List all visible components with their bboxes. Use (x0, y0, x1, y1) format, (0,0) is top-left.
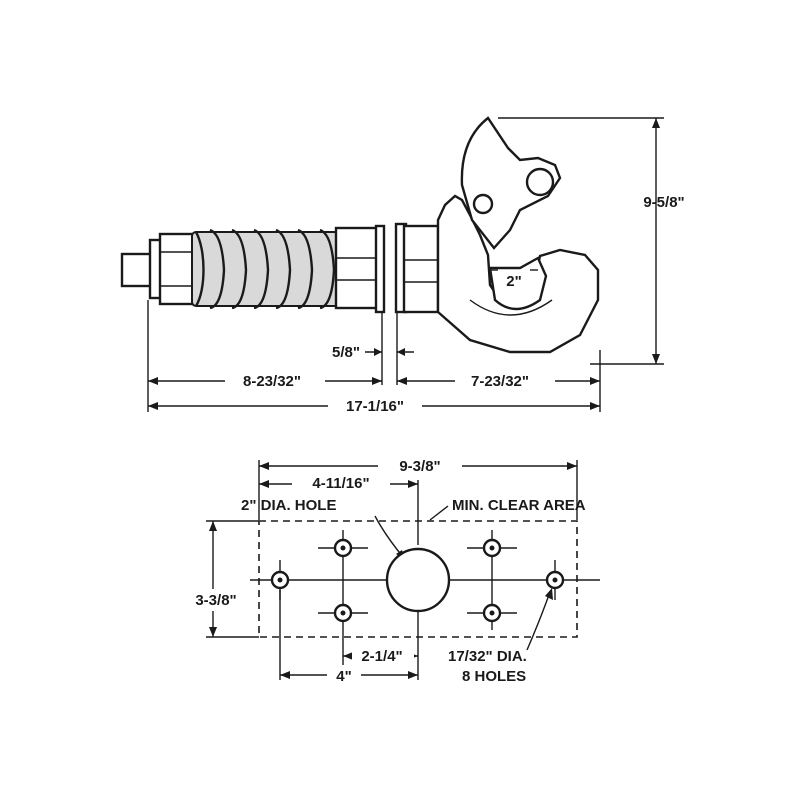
spring-housing (334, 224, 386, 314)
dim-hook-height: 9-5/8" (498, 117, 685, 365)
label-overall-length: 17-1/16" (346, 398, 404, 415)
dim-spring-hook-lengths: 8-23/32" 7-23/32" (147, 300, 601, 412)
label-min-clear-area: MIN. CLEAR AREA (452, 497, 586, 514)
label-bolt-hole-count: 8 HOLES (462, 668, 526, 685)
bolt-holes (270, 538, 565, 623)
mounting-flange (394, 222, 440, 314)
hook-latch (460, 116, 562, 250)
label-pattern-height: 3-3/8" (195, 592, 236, 609)
label-overall-width: 9-3/8" (399, 458, 440, 475)
label-hook-opening: 2" (506, 273, 521, 290)
dim-overall-width: 9-3/8" (258, 455, 578, 520)
label-flange-thickness: 5/8" (332, 344, 360, 361)
center-hole (385, 547, 451, 613)
dim-flange-thickness: 5/8" (332, 312, 414, 385)
end-nut (120, 232, 196, 306)
label-bolt-spacing-large: 4" (336, 668, 351, 685)
mounting-pattern: 9-3/8" 4-11/16" 2" DIA. HOLE MIN. CLEAR … (182, 455, 600, 687)
dim-bolt-spacing-large: 4" (279, 590, 418, 687)
label-center-offset: 4-11/16" (312, 475, 369, 492)
dim-overall-length: 17-1/16" (148, 395, 600, 417)
label-spring-length: 8-23/32" (243, 373, 301, 390)
label-center-hole: 2" DIA. HOLE (241, 497, 336, 514)
coil-spring (191, 228, 341, 310)
label-hook-length: 7-23/32" (471, 373, 529, 390)
dim-pattern-height: 3-3/8" (182, 520, 259, 638)
dim-hook-opening: 2" (490, 269, 538, 290)
hook-body (436, 194, 600, 354)
label-bolt-hole-size: 17/32" DIA. (448, 648, 527, 665)
dim-center-offset: 4-11/16" (259, 472, 419, 545)
dim-bolt-spacing-small: 2-1/4" (343, 612, 419, 680)
side-view: 9-5/8" 2" 5/8" (120, 116, 685, 417)
label-hook-height: 9-5/8" (643, 194, 684, 211)
label-bolt-spacing-small: 2-1/4" (361, 648, 402, 665)
